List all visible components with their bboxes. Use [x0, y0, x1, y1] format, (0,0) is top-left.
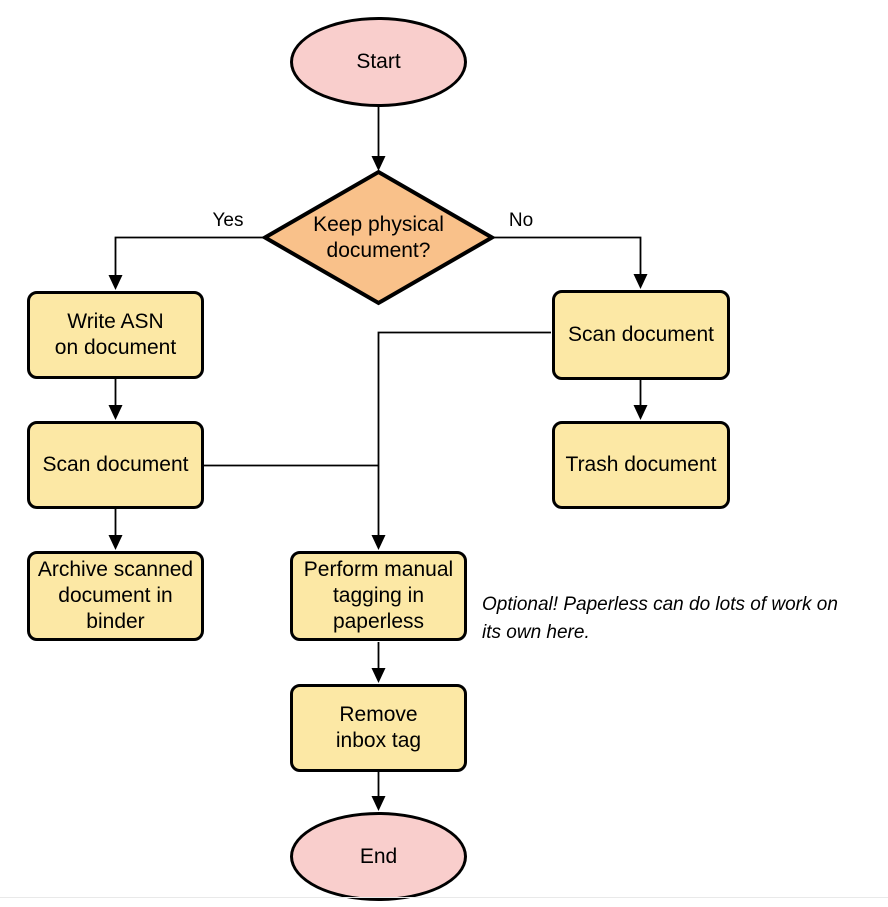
node-write-asn: Write ASN on document [27, 291, 204, 379]
edge-decision-no [492, 236, 648, 289]
node-decision-label: Keep physical document? [313, 212, 444, 262]
node-scan-document-left: Scan document [27, 421, 204, 509]
edge-label-yes: Yes [212, 210, 244, 231]
node-remove-inbox-tag-label: Remove inbox tag [335, 703, 422, 752]
node-write-asn-label: Write ASN on document [54, 310, 177, 359]
node-decision: Keep physical document? [265, 172, 492, 303]
decision-diamond-shape [260, 169, 497, 306]
node-manual-tagging: Perform manual tagging in paperless [290, 551, 467, 641]
node-start: Start [290, 17, 467, 107]
node-end: End [290, 812, 467, 901]
node-trash-document-label: Trash document [565, 453, 717, 476]
node-scan-document-left-label: Scan document [42, 453, 189, 476]
edge-label-no: No [508, 210, 534, 231]
node-archive-binder-label: Archive scanned document in binder [37, 558, 194, 633]
node-scan-document-right: Scan document [552, 290, 730, 380]
node-scan-document-right-label: Scan document [568, 323, 714, 346]
annotation-note: Optional! Paperless can do lots of work … [482, 594, 838, 643]
node-start-label: Start [356, 50, 401, 73]
edge-decision-yes [108, 236, 265, 290]
node-trash-document: Trash document [552, 421, 730, 509]
node-end-label: End [359, 844, 398, 868]
bottom-rule [0, 897, 888, 898]
edge-scan-right-to-tagging [371, 331, 551, 550]
node-remove-inbox-tag: Remove inbox tag [290, 684, 467, 772]
node-archive-binder: Archive scanned document in binder [27, 551, 204, 641]
node-manual-tagging-label: Perform manual tagging in paperless [303, 558, 454, 633]
